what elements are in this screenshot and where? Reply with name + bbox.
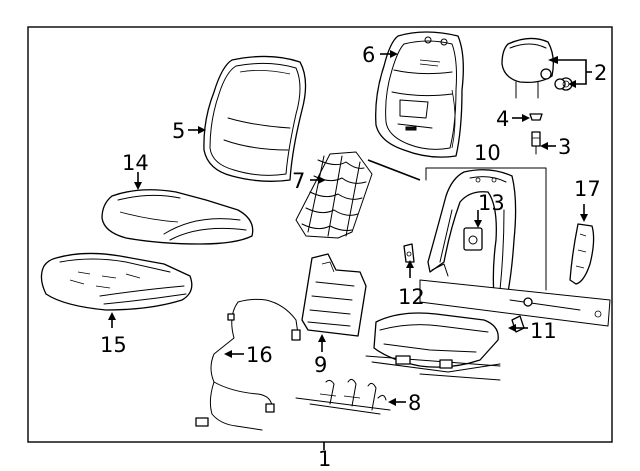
callout-13: 13 xyxy=(478,191,505,215)
bolt xyxy=(523,297,533,307)
arrow-15 xyxy=(108,312,116,320)
part-16-wire-harness xyxy=(195,298,301,431)
arrow-16 xyxy=(224,350,232,358)
callout-2: 2 xyxy=(594,61,607,85)
part-4-guide-cap xyxy=(529,113,543,121)
part-6-seatback-panel xyxy=(375,31,464,158)
callout-1: 1 xyxy=(318,447,331,471)
frame-lower-bar xyxy=(419,279,611,327)
part-9-lumbar-support xyxy=(301,253,367,337)
part-14-cushion-cover xyxy=(101,189,254,245)
arrow-2b xyxy=(568,80,576,88)
callout-5: 5 xyxy=(172,119,185,143)
arrow-5 xyxy=(198,126,206,134)
callout-7: 7 xyxy=(292,169,305,193)
part-15-cushion-pad xyxy=(40,252,193,311)
arrow-17 xyxy=(580,214,588,222)
callout-4: 4 xyxy=(496,107,509,131)
arrow-13 xyxy=(474,220,482,228)
part-12-bracket xyxy=(403,243,415,263)
arrow-8 xyxy=(388,398,396,406)
part-17-trim-panel xyxy=(569,223,595,285)
rod xyxy=(367,159,421,181)
part-3-guide xyxy=(531,131,541,155)
arrow-4 xyxy=(522,114,530,122)
arrow-6 xyxy=(390,50,398,58)
callout-12: 12 xyxy=(398,285,425,309)
part-5-seatback-cover xyxy=(203,55,307,182)
part-10-seatback-frame xyxy=(427,169,517,297)
callout-17: 17 xyxy=(574,177,601,201)
arrow-14 xyxy=(134,182,142,190)
part-2-headrest xyxy=(501,37,573,99)
callout-8: 8 xyxy=(408,391,421,415)
callout-10: 10 xyxy=(474,141,501,165)
callout-6: 6 xyxy=(362,43,375,67)
seat-adjuster-track xyxy=(365,312,501,381)
assembly-frame xyxy=(27,26,613,443)
callout-11: 11 xyxy=(530,319,557,343)
arrow-3 xyxy=(540,142,548,150)
callout-15: 15 xyxy=(100,333,127,357)
arrow-9 xyxy=(318,334,326,342)
callout-3: 3 xyxy=(558,135,571,159)
callout-16: 16 xyxy=(246,343,273,367)
arrow-2a xyxy=(548,56,558,64)
callout-14: 14 xyxy=(122,151,149,175)
arrow-7 xyxy=(318,176,326,184)
part-13-recliner-motor xyxy=(463,227,483,251)
part-7-spring-mat xyxy=(295,151,373,239)
callout-9: 9 xyxy=(314,353,327,377)
part-8-wiring xyxy=(295,378,391,415)
arrow-12 xyxy=(406,260,414,268)
part-10-box xyxy=(425,167,547,291)
arrow-11 xyxy=(508,324,516,332)
